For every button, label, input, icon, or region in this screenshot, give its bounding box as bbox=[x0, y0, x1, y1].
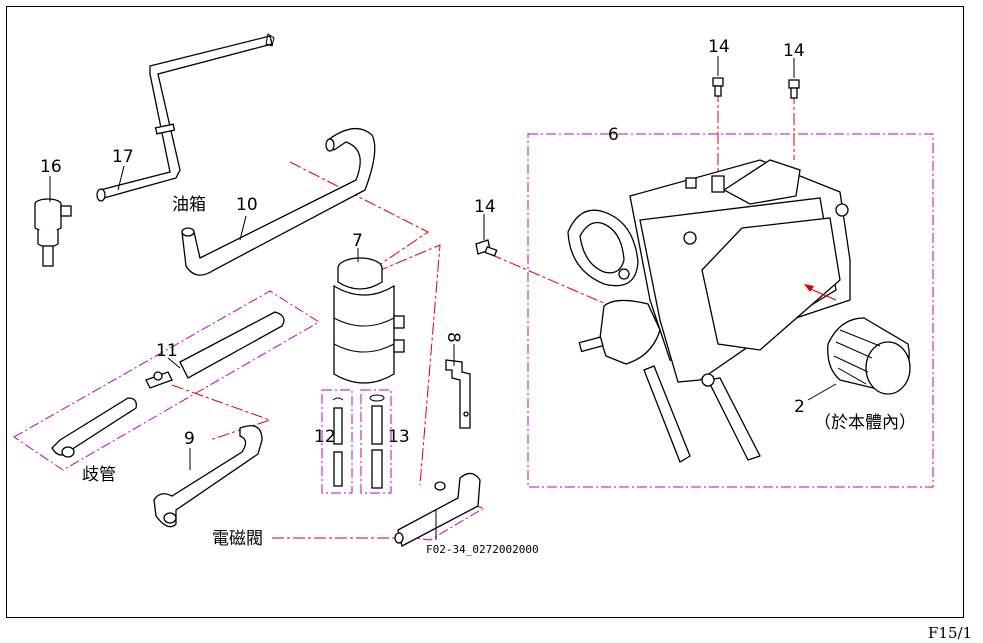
label-drawing-code: F02-34_0272002000 bbox=[426, 543, 539, 556]
valve-16 bbox=[34, 198, 72, 267]
label-6: 6 bbox=[608, 125, 619, 145]
hose-9 bbox=[153, 425, 263, 528]
label-solenoid-valve: 電磁閥 bbox=[212, 529, 263, 549]
connection-7-solenoid bbox=[356, 244, 441, 486]
label-page-ref: F15/1 bbox=[928, 624, 972, 642]
label-14-a: 14 bbox=[708, 37, 730, 57]
diagram-border bbox=[6, 6, 964, 618]
label-8: 8 bbox=[443, 332, 463, 343]
hose-11 bbox=[51, 311, 285, 458]
label-9: 9 bbox=[184, 429, 195, 449]
bracket-8 bbox=[445, 359, 471, 429]
label-11: 11 bbox=[156, 341, 178, 361]
filter-element-2 bbox=[804, 284, 911, 395]
label-10: 10 bbox=[236, 195, 258, 215]
group-boundary-12 bbox=[321, 389, 353, 494]
arrow-head bbox=[804, 284, 814, 292]
label-16: 16 bbox=[40, 157, 62, 177]
group-boundary-6 bbox=[527, 133, 934, 488]
label-17: 17 bbox=[112, 147, 134, 167]
labels: 16 17 10 油箱 7 11 9 歧管 電磁閥 12 13 8 14 14 … bbox=[40, 37, 972, 642]
label-in-body: （於本體內） bbox=[814, 413, 916, 433]
air-filter-housing-6 bbox=[567, 159, 851, 463]
label-fuel-tank: 油箱 bbox=[172, 195, 206, 215]
canister-7 bbox=[333, 257, 405, 384]
solenoid-hose bbox=[394, 472, 481, 547]
label-branch-pipe: 歧管 bbox=[82, 465, 116, 485]
label-12: 12 bbox=[314, 427, 336, 447]
label-13: 13 bbox=[388, 427, 410, 447]
connection-14-6 bbox=[489, 253, 621, 311]
label-7: 7 bbox=[352, 231, 363, 251]
group-boundary-11 bbox=[13, 290, 320, 471]
parts-12-13 bbox=[332, 394, 385, 489]
group-boundary-13 bbox=[360, 389, 392, 494]
label-2: 2 bbox=[794, 397, 805, 417]
label-14-c: 14 bbox=[474, 197, 496, 217]
leader-lines bbox=[49, 56, 837, 540]
hose-10 bbox=[181, 128, 376, 276]
hose-17 bbox=[96, 33, 275, 202]
label-14-b: 14 bbox=[783, 41, 805, 61]
bolts-14 bbox=[475, 77, 800, 257]
